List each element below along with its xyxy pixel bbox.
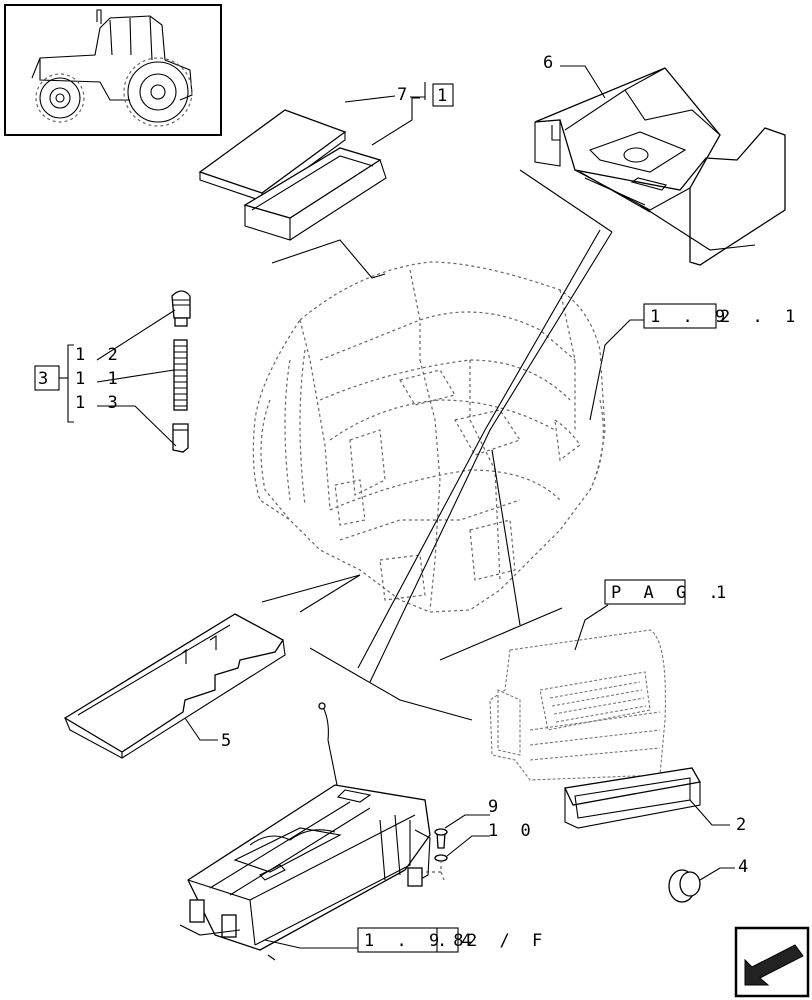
callout-5: 5: [221, 731, 237, 751]
part-6-floor-mat: [534, 67, 786, 266]
callout-1-box: [432, 83, 454, 107]
air-unit: [489, 604, 666, 781]
ref-194-middle: .8: [437, 931, 469, 951]
callout-7-leaders: [344, 95, 420, 146]
ref-pag-box: [604, 579, 686, 605]
callout-10: 1 0: [488, 821, 537, 841]
callout-2: 2: [736, 815, 752, 835]
ref-194-box: [357, 927, 459, 953]
ref-194-suffix: 2 / F: [467, 931, 548, 951]
parts-11-12-13-stud: [171, 290, 191, 453]
part-7-pads: [198, 109, 387, 241]
parts-9-10-screw: [418, 814, 490, 881]
tractor-thumbnail: [4, 4, 222, 136]
leader-lines: [261, 169, 756, 721]
ref-194: 1 . 9 4: [364, 931, 478, 951]
callout-11: 1 1: [75, 369, 124, 389]
part-4-plug: [668, 867, 735, 903]
callout-3: 3: [38, 369, 54, 389]
callout-9: 9: [488, 797, 504, 817]
callout-6-leader: [560, 65, 606, 99]
next-page-arrow-icon[interactable]: [734, 926, 810, 998]
ref-pag-number: 1: [716, 583, 732, 603]
part-5-channel: [63, 613, 286, 759]
callout-6: 6: [543, 53, 559, 73]
part-2-frame: [564, 767, 730, 829]
bracket-11-12-13: [34, 309, 177, 447]
cab-frame: [252, 261, 606, 613]
callout-7: 7: [397, 85, 413, 105]
ref-192-suffix: 2 . 1: [720, 307, 801, 327]
callout-4: 4: [738, 857, 754, 877]
leader-192: [589, 319, 648, 421]
callout-12: 1 2: [75, 345, 124, 365]
ref-192: 1 . 9: [650, 307, 731, 327]
callout-7-bracket: [410, 82, 426, 100]
ref-192-box: [643, 303, 717, 329]
evaporator-unit: [179, 702, 431, 961]
ref-pag: P A G .: [611, 583, 725, 603]
callout-1: 1: [437, 86, 453, 106]
callout-13: 1 3: [75, 393, 124, 413]
